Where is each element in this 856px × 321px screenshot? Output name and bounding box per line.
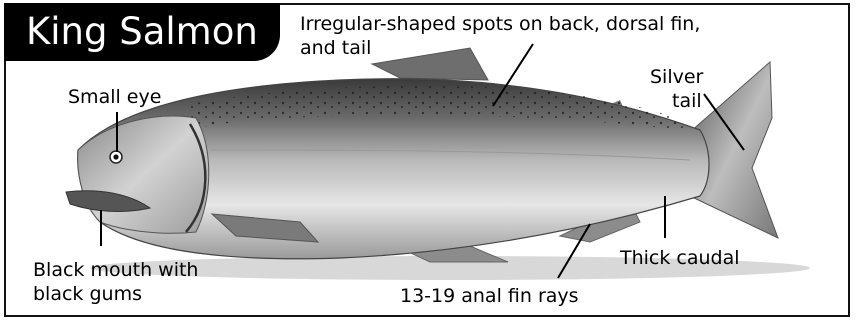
label-small-eye: Small eye <box>68 86 161 108</box>
label-spots-line2: and tail <box>300 37 371 59</box>
label-thick-caudal: Thick caudal <box>620 247 740 269</box>
label-silver-tail-line2: tail <box>672 90 702 112</box>
diagram-title: King Salmon <box>26 10 258 54</box>
label-mouth-line1: Black mouth with <box>33 259 198 281</box>
label-mouth-line2: black gums <box>33 283 142 305</box>
label-spots-line1: Irregular-shaped spots on back, dorsal f… <box>300 13 700 35</box>
fish-pupil <box>113 154 118 159</box>
dorsal-fin <box>372 48 488 80</box>
label-silver-tail-line1: Silver <box>650 66 703 88</box>
title-banner: King Salmon <box>4 3 280 61</box>
label-anal-fin-rays: 13-19 anal fin rays <box>400 285 579 307</box>
